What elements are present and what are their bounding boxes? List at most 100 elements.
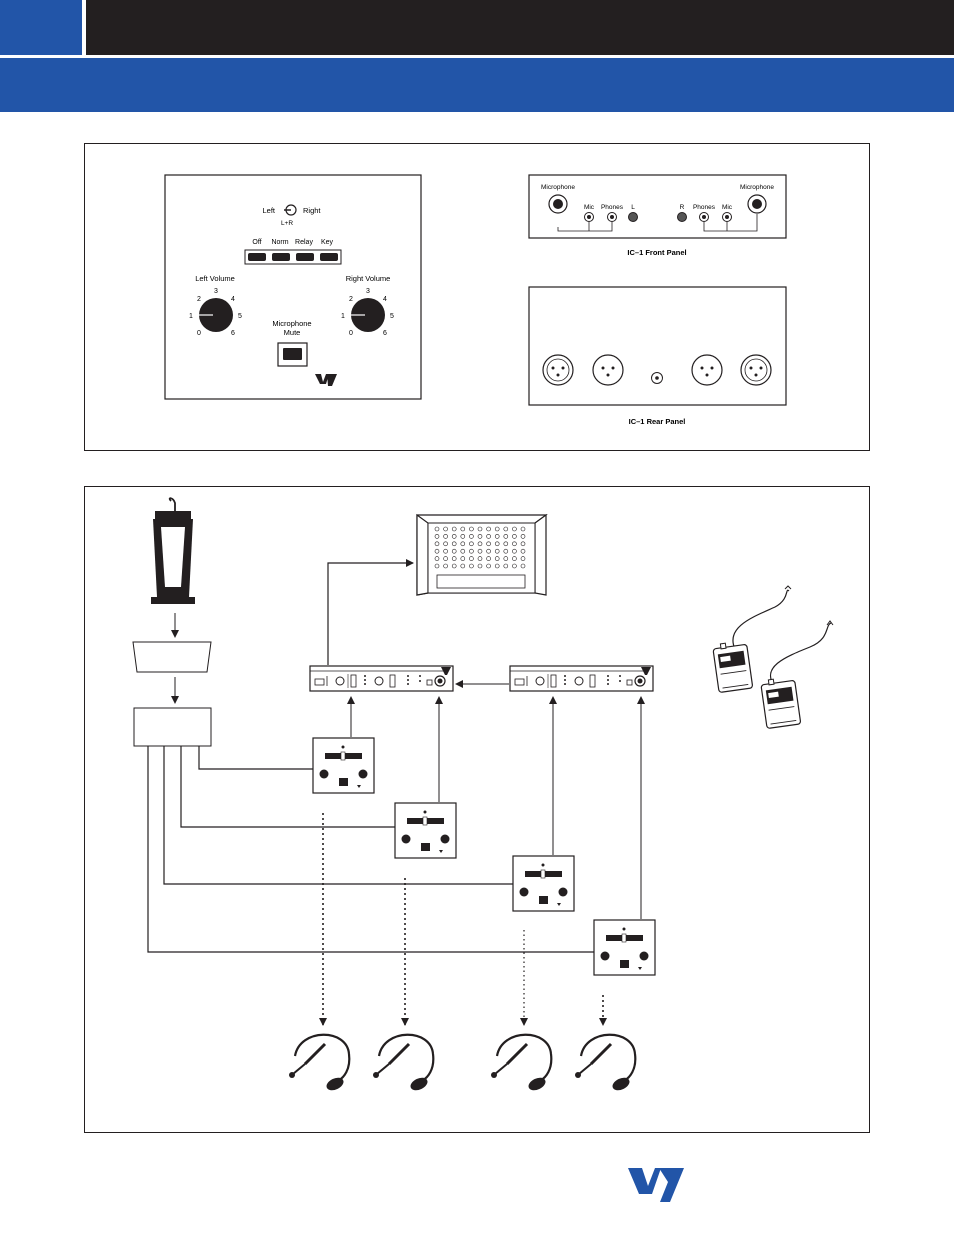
speaker-grille-hole bbox=[443, 541, 448, 547]
panels-figure: Left Right L+R Off Norm Relay Key Left V… bbox=[84, 143, 870, 451]
rear-xlr-3[interactable] bbox=[691, 354, 723, 386]
svg-text:4: 4 bbox=[383, 296, 387, 303]
front-panel-caption: IC–1 Front Panel bbox=[627, 248, 686, 257]
speaker-grille-hole bbox=[460, 526, 466, 532]
svg-text:Phones: Phones bbox=[601, 204, 624, 211]
speaker-grille-hole bbox=[503, 541, 509, 547]
svg-text:5: 5 bbox=[390, 313, 394, 320]
selector-center-label: L+R bbox=[281, 220, 293, 227]
speaker-grille-hole bbox=[494, 541, 500, 547]
header-band bbox=[0, 58, 954, 112]
speaker-grille-hole bbox=[451, 548, 457, 554]
speaker-grille-hole bbox=[494, 526, 500, 532]
svg-text:6: 6 bbox=[383, 330, 387, 337]
speaker-grille-hole bbox=[486, 526, 491, 532]
mode-label-key: Key bbox=[321, 239, 334, 246]
speaker-grille-hole bbox=[494, 563, 500, 569]
speaker-grille-hole bbox=[520, 563, 526, 569]
rear-xlr-1[interactable] bbox=[542, 354, 574, 386]
mute-button[interactable] bbox=[283, 348, 302, 360]
mode-label-norm: Norm bbox=[271, 239, 288, 246]
svg-text:Mic: Mic bbox=[722, 204, 733, 211]
speaker-grille-hole bbox=[434, 534, 440, 539]
mixer-icon bbox=[132, 641, 212, 673]
mode-button-norm[interactable] bbox=[272, 253, 290, 261]
control-panel-3-icon bbox=[512, 855, 575, 912]
speaker-grille-hole bbox=[460, 563, 466, 569]
svg-text:R: R bbox=[680, 204, 685, 211]
mode-button-relay[interactable] bbox=[296, 253, 314, 261]
svg-text:1: 1 bbox=[189, 313, 193, 320]
svg-text:1: 1 bbox=[341, 313, 345, 320]
amplifier-left-icon bbox=[309, 665, 454, 692]
speaker-grille-hole bbox=[486, 563, 491, 569]
svg-text:3: 3 bbox=[366, 288, 370, 295]
selector-right-label: Right bbox=[303, 206, 321, 215]
speaker-grille-hole bbox=[520, 534, 526, 539]
speaker-grille-hole bbox=[443, 526, 448, 532]
speaker-grille-hole bbox=[520, 556, 526, 561]
mode-selector: Off Norm Relay Key bbox=[244, 239, 342, 265]
mode-button-key[interactable] bbox=[320, 253, 338, 261]
control-panel: Left Right L+R Off Norm Relay Key Left V… bbox=[164, 174, 422, 400]
speaker-grille-hole bbox=[477, 534, 483, 539]
speaker-grille-hole bbox=[469, 563, 474, 569]
headset-1-icon bbox=[287, 1033, 351, 1095]
svg-text:L: L bbox=[631, 204, 635, 211]
speaker-grille-hole bbox=[503, 556, 509, 561]
left-volume-label: Left Volume bbox=[195, 274, 235, 283]
speaker-grille-hole bbox=[486, 548, 491, 554]
speaker-grille-hole bbox=[451, 563, 457, 569]
beltpack-receiver-icon bbox=[711, 585, 834, 730]
podium-icon bbox=[151, 497, 195, 604]
speaker-grille-hole bbox=[434, 541, 440, 547]
rear-power-jack[interactable] bbox=[651, 372, 663, 384]
header-tab bbox=[0, 0, 82, 55]
speaker-grille-hole bbox=[494, 556, 500, 561]
system-diagram bbox=[84, 486, 870, 1133]
speaker-grille-hole bbox=[503, 526, 509, 532]
speaker-grille-hole bbox=[512, 541, 517, 547]
svg-text:2: 2 bbox=[197, 296, 201, 303]
mute-label-line1: Microphone bbox=[272, 319, 311, 328]
speaker-grille-hole bbox=[460, 556, 466, 561]
svg-text:Mic: Mic bbox=[584, 204, 595, 211]
speaker-grille-hole bbox=[512, 526, 517, 532]
speaker-grille-hole bbox=[434, 526, 440, 532]
speaker-grille-hole bbox=[443, 563, 448, 569]
left-volume-dial[interactable]: 0 1 2 3 4 5 6 bbox=[189, 288, 242, 337]
speaker-grille-hole bbox=[494, 548, 500, 554]
svg-text:6: 6 bbox=[231, 330, 235, 337]
speaker-grille-hole bbox=[512, 563, 517, 569]
speaker-grille-hole bbox=[486, 556, 491, 561]
right-volume-dial[interactable]: 0 1 2 3 4 5 6 bbox=[341, 288, 394, 337]
headset-2-icon bbox=[371, 1033, 435, 1095]
speaker-grille-hole bbox=[486, 534, 491, 539]
speaker-grille-hole bbox=[520, 526, 526, 532]
headset-4-icon bbox=[573, 1033, 637, 1095]
svg-text:0: 0 bbox=[349, 330, 353, 337]
front-right-mic-label: Microphone bbox=[740, 184, 774, 191]
speaker-grille-hole bbox=[477, 541, 483, 547]
speaker-grille-hole bbox=[451, 541, 457, 547]
control-panel-1-icon bbox=[312, 737, 375, 794]
speaker-grille-hole bbox=[469, 541, 474, 547]
speaker-icon bbox=[416, 513, 548, 596]
speaker-grille-hole bbox=[469, 556, 474, 561]
speaker-grille-hole bbox=[477, 526, 483, 532]
brand-logo-icon bbox=[628, 1168, 684, 1202]
right-volume-label: Right Volume bbox=[346, 274, 391, 283]
mode-button-off[interactable] bbox=[248, 253, 266, 261]
speaker-grille-hole bbox=[503, 548, 509, 554]
speaker-grille-hole bbox=[451, 526, 457, 532]
front-left-mic-label: Microphone bbox=[541, 184, 575, 191]
speaker-grille-hole bbox=[494, 534, 500, 539]
rear-xlr-4[interactable] bbox=[740, 354, 772, 386]
ic1-front-panel: Microphone Mic Phones L R Phones Mic Mic… bbox=[528, 174, 787, 257]
selector-left-label: Left bbox=[262, 206, 275, 215]
rear-xlr-2[interactable] bbox=[592, 354, 624, 386]
speaker-grille-hole bbox=[434, 563, 440, 569]
mode-label-relay: Relay bbox=[295, 239, 313, 246]
speaker-grille-hole bbox=[469, 526, 474, 532]
distribution-box bbox=[133, 707, 212, 747]
